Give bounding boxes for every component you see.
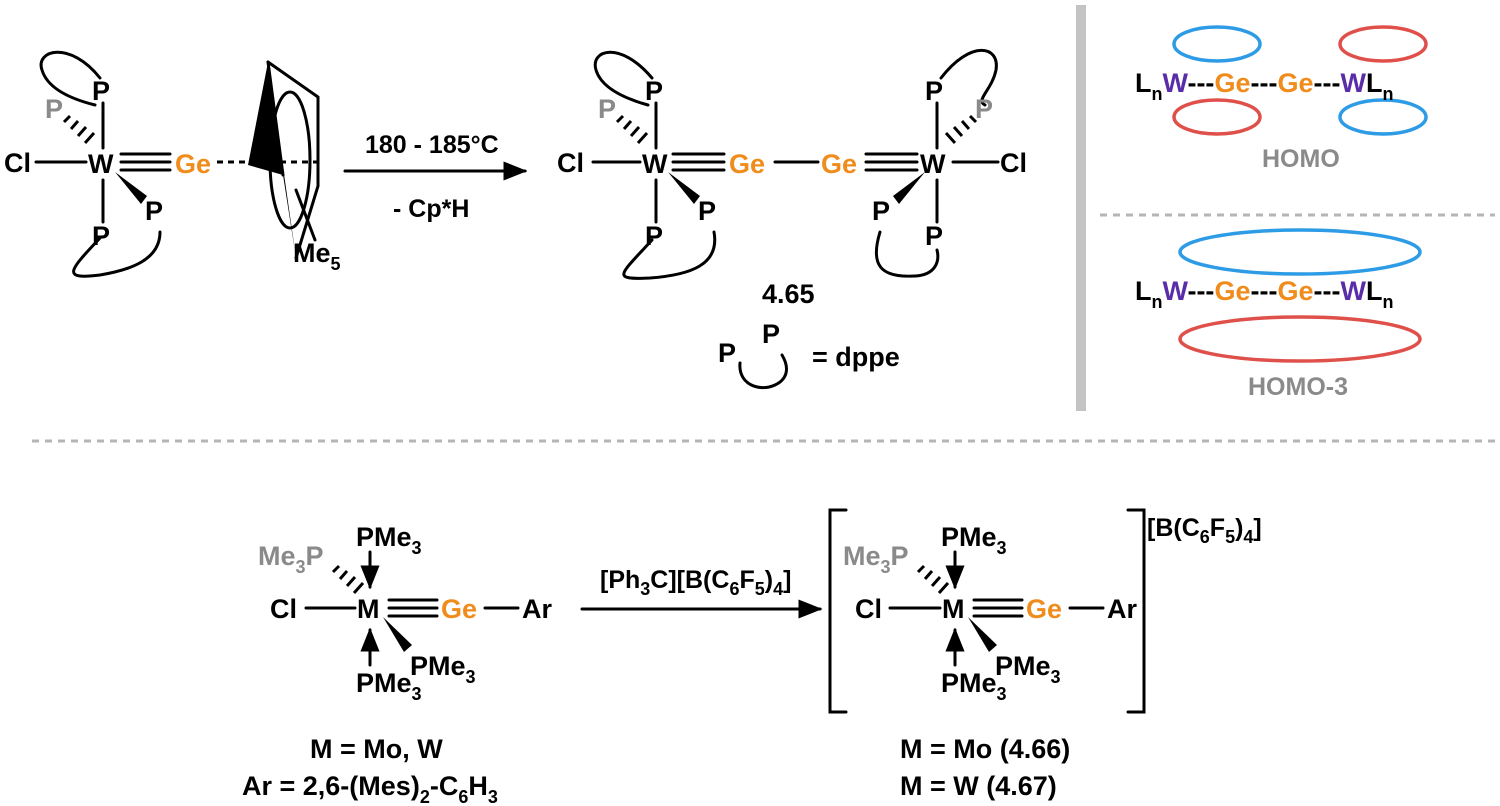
p-atom-wedge-left: P <box>698 196 716 226</box>
orbital-panel: LnW---Ge---Ge---WLn HOMO LnW---Ge---Ge--… <box>1135 25 1428 401</box>
counter-anion: [B(C6F5)4] <box>1147 514 1262 547</box>
ge-atom-right: Ge <box>821 149 857 179</box>
pme3-top: PMe3 <box>356 522 422 558</box>
pme3-wedge-cation: PMe3 <box>995 651 1061 687</box>
caption-mo: M = Mo (4.66) <box>900 734 1070 764</box>
cl-atom-cation: Cl <box>855 594 882 624</box>
w-atom: W <box>88 149 114 179</box>
aryl-group-cation: Ar <box>1107 594 1137 624</box>
p-atom-bottom: P <box>92 221 110 251</box>
homo-lobe-blue-1 <box>1172 25 1262 63</box>
p-atom-top-right: P <box>925 76 943 106</box>
cl-atom: Cl <box>4 148 31 178</box>
ge-atom: Ge <box>175 149 211 179</box>
ge-atom-bottom: Ge <box>441 594 477 624</box>
p-atom-bottom-left: P <box>645 221 663 251</box>
metal-atom: M <box>357 594 380 624</box>
cationic-complex: PMe3 Me3P Cl M Ge Ar PMe3 PMe3 [B(C6F5)4… <box>828 508 1262 801</box>
aryl-group: Ar <box>522 594 552 624</box>
pme3-bottom-cation: PMe3 <box>941 668 1007 704</box>
me3p-grey-cation: Me3P <box>843 541 909 577</box>
homo-chain: LnW---Ge---Ge---WLn <box>1135 68 1393 104</box>
me3p-grey: Me3P <box>258 541 324 577</box>
pme3-bottom: PMe3 <box>356 668 422 704</box>
homo-label: HOMO <box>1262 145 1340 173</box>
legend-dppe-text: = dppe <box>812 342 900 372</box>
homo3-lobe-red <box>1178 315 1422 363</box>
pme3-wedge: PMe3 <box>410 651 476 687</box>
p-atom-wedge-right: P <box>872 196 890 226</box>
p-atom-grey: P <box>45 94 63 124</box>
p-atom-bottom-right: P <box>925 221 943 251</box>
legend-p-left: P <box>718 338 736 368</box>
p-atom-top: P <box>92 76 110 106</box>
caption-metal: M = Mo, W <box>310 734 443 764</box>
metal-atom-cation: M <box>942 594 965 624</box>
caption-w: M = W (4.67) <box>900 771 1057 801</box>
compound-number-4-65: 4.65 <box>762 279 815 309</box>
homo-lobe-blue-2 <box>1338 98 1428 136</box>
starting-complex: P P Cl W Ge P P Me5 <box>4 50 341 278</box>
w-atom-left: W <box>642 149 668 179</box>
caption-aryl: Ar = 2,6-(Mes)2-C6H3 <box>242 771 498 806</box>
cl-atom-right: Cl <box>1000 148 1027 178</box>
reaction-arrow-1: 180 - 185°C - Cp*H <box>343 131 528 223</box>
homo3-label: HOMO-3 <box>1248 373 1348 401</box>
cp-methyl-label: Me5 <box>293 238 341 274</box>
reaction-arrow-2: [Ph3C][B(C6F5)4] <box>580 566 823 619</box>
homo-lobe-red-2 <box>1172 98 1262 136</box>
homo3-chain: LnW---Ge---Ge---WLn <box>1135 276 1393 312</box>
product-4-65: P P Cl W Ge Ge W Cl P P P P P P 4.65 P P… <box>557 48 1027 390</box>
condition-temperature: 180 - 185°C <box>365 131 499 159</box>
ge-atom-cation: Ge <box>1026 594 1062 624</box>
w-atom-right: W <box>920 149 946 179</box>
p-atom-wedge: P <box>145 196 163 226</box>
cl-atom-left: Cl <box>557 148 584 178</box>
vertical-separator <box>1076 5 1086 411</box>
ge-atom-left: Ge <box>729 149 765 179</box>
pme3-top-cation: PMe3 <box>941 522 1007 558</box>
cl-atom-bottom: Cl <box>270 594 297 624</box>
p-atom-grey-right: P <box>975 94 993 124</box>
condition-byproduct: - Cp*H <box>393 195 469 223</box>
reagent-trityl: [Ph3C][B(C6F5)4] <box>600 566 791 599</box>
homo3-lobe-blue <box>1178 228 1422 276</box>
legend-p-right: P <box>762 319 780 349</box>
p-atom-grey-left: P <box>598 94 616 124</box>
p-atom-top-left: P <box>645 76 663 106</box>
germylidyne-complex: PMe3 Me3P Cl M Ge Ar PMe3 PMe3 M = Mo, W… <box>242 522 552 806</box>
homo-lobe-red-1 <box>1338 25 1428 63</box>
